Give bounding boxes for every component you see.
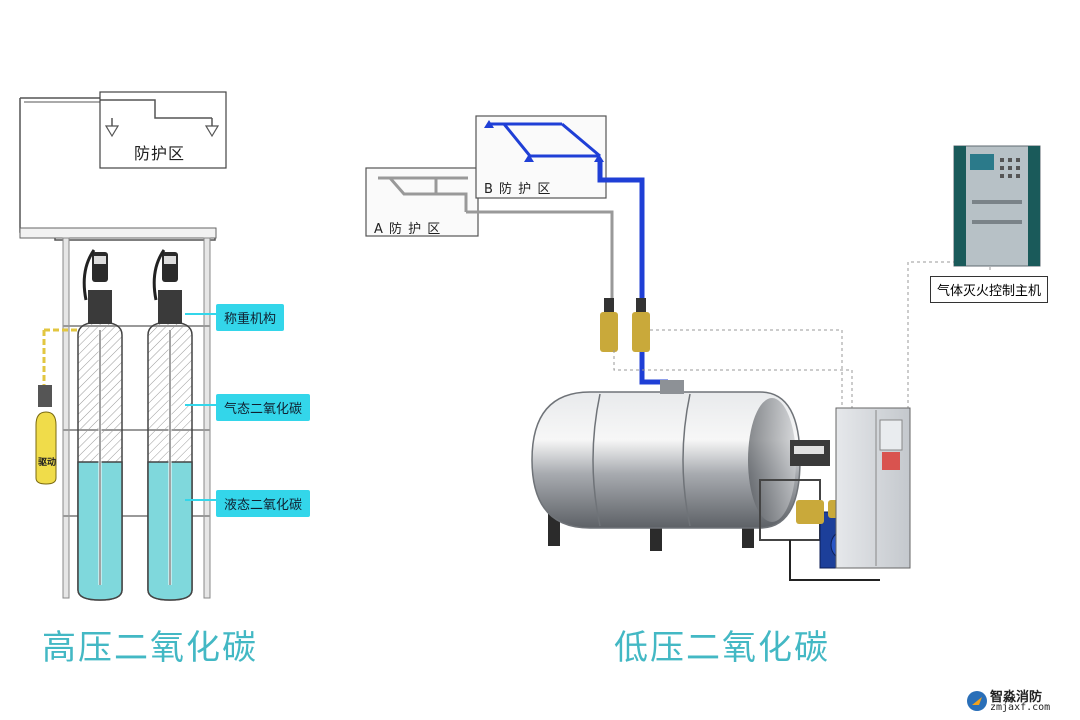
- fire-controller: [953, 145, 1041, 267]
- hp-cylinder-1: [77, 252, 123, 601]
- hp-cylinder-2: [147, 252, 193, 601]
- lp-title: 低压二氧化碳: [614, 628, 830, 668]
- hp-nozzle-1: [104, 125, 120, 138]
- hp-nozzle-2: [204, 125, 220, 138]
- control-cabinet: [835, 407, 911, 569]
- pilot-cylinder-label: 驱动: [38, 458, 57, 468]
- label-liquid-co2: 液态二氧化碳: [216, 490, 311, 517]
- hp-zone-label: 防护区: [134, 144, 186, 163]
- brand-logo: 智淼消防 zmjaxf.com: [966, 686, 1078, 718]
- hp-title: 高压二氧化碳: [42, 628, 258, 668]
- hp-zone-box: [99, 91, 227, 169]
- high-pressure-system: [19, 91, 227, 601]
- logo-name: 智淼消防: [990, 690, 1043, 705]
- zone-b-label: B 防 护 区: [484, 182, 552, 197]
- lp-blue-pipe: [597, 160, 668, 385]
- zone-a-label: A 防 护 区: [374, 222, 442, 237]
- hp-pipe-outline: [19, 97, 216, 241]
- hp-manifold: [19, 227, 217, 239]
- label-gas-co2: 气态二氧化碳: [216, 394, 311, 421]
- rack-post-right: [203, 237, 211, 599]
- flame-logo-icon: [967, 691, 987, 711]
- lp-grey-pipe: [466, 210, 614, 316]
- lp-storage-tank: [531, 380, 830, 551]
- low-pressure-system: [365, 115, 1041, 581]
- hp-valve-1: [88, 290, 112, 324]
- hp-valve-2: [158, 290, 182, 324]
- label-weighing: 称重机构: [216, 304, 285, 331]
- logo-url: zmjaxf.com: [990, 702, 1051, 713]
- controller-label: 气体灭火控制主机: [930, 276, 1049, 303]
- rack-post-left: [62, 237, 70, 599]
- pilot-cylinder: [35, 328, 78, 485]
